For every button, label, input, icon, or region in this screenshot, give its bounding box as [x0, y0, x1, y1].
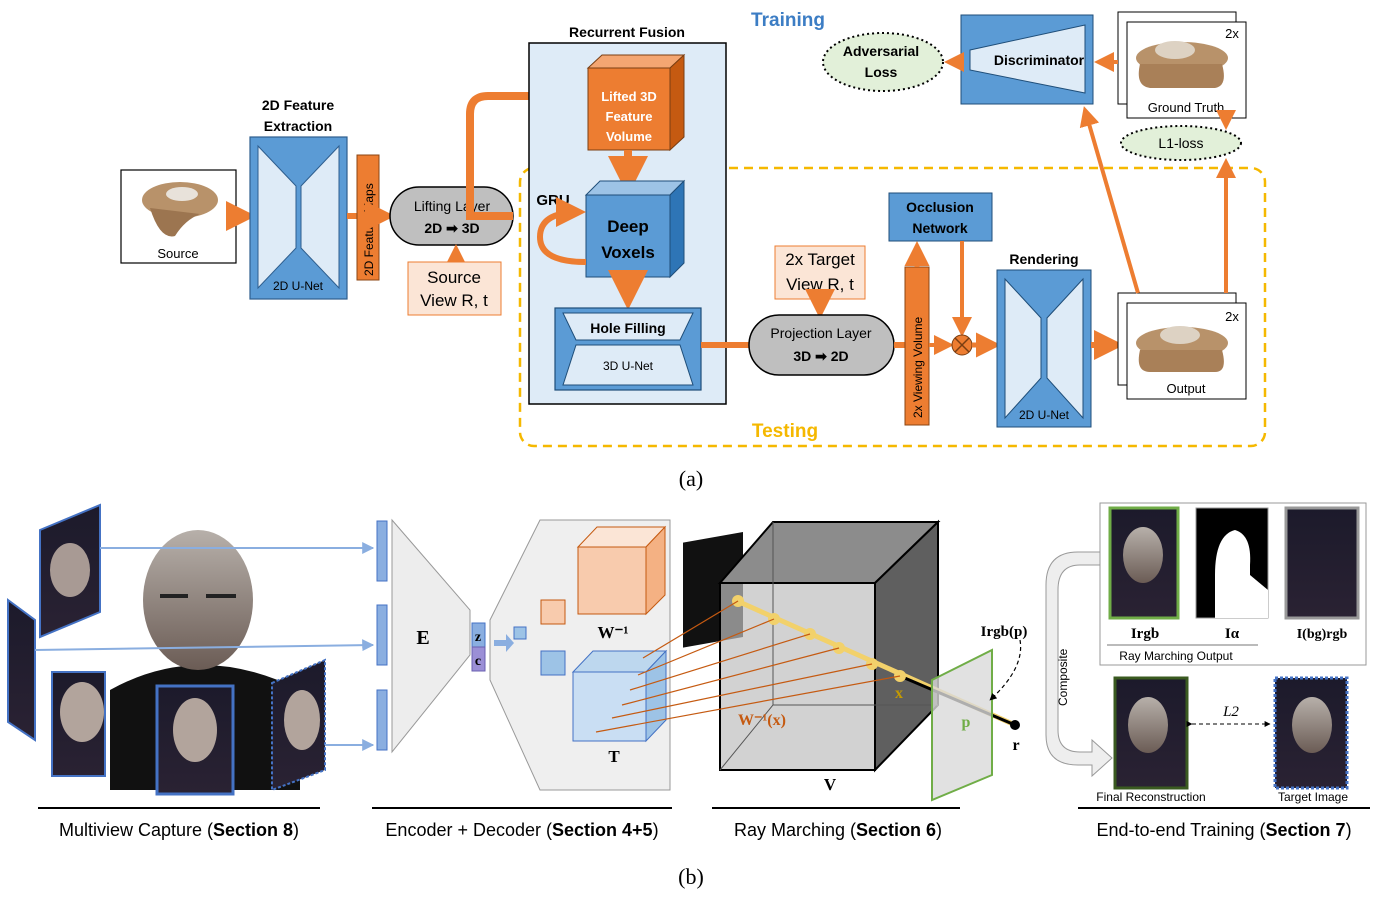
- projection-sub: 3D ➡ 2D: [793, 348, 848, 364]
- irgb-p-label: Irgb(p): [981, 624, 1028, 640]
- lifted-1: Lifted 3D: [601, 89, 657, 104]
- warp-x-label: W⁻¹(x): [738, 712, 786, 729]
- gru-loop-arrow: [536, 197, 587, 265]
- person-head: [143, 530, 253, 670]
- adversarial-loss: [822, 32, 944, 92]
- section-encoder: Encoder + Decoder (Section 4+5): [385, 820, 658, 840]
- lifted-2: Feature: [606, 109, 653, 124]
- lifted-3: Volume: [606, 129, 652, 144]
- section-capture: Multiview Capture (Section 8): [59, 820, 299, 840]
- feature-maps-label: 2D Feature Maps: [362, 183, 376, 276]
- r-label: r: [1012, 737, 1019, 754]
- multiview-capture: [7, 503, 375, 796]
- latent-z-label: z: [475, 630, 481, 645]
- unet-3d-label: 3D U-Net: [603, 359, 654, 373]
- projection-title: Projection Layer: [770, 325, 872, 341]
- capture-view-2: [7, 598, 36, 742]
- feature-extraction-title-1: 2D Feature: [262, 97, 335, 113]
- deep-2: Voxels: [601, 243, 655, 262]
- testing-region: [518, 166, 1267, 448]
- volume-label: V: [824, 775, 837, 794]
- p-label: p: [962, 714, 971, 731]
- rendering-title: Rendering: [1009, 251, 1078, 267]
- input-bar-3: [376, 689, 388, 751]
- training-label: Training: [751, 10, 825, 31]
- latent-c: [471, 646, 486, 672]
- rendering-unet-label: 2D U-Net: [1019, 408, 1070, 422]
- unet-2d-label: 2D U-Net: [273, 279, 324, 293]
- target-image-label: Target Image: [1278, 790, 1348, 804]
- output-object-image: [1136, 326, 1228, 372]
- lifting-title: Lifting Layer: [414, 198, 491, 214]
- target-view-1: 2x Target: [785, 250, 855, 269]
- projection-layer: [748, 314, 895, 376]
- encoder-trapezoid: [391, 518, 471, 754]
- gt-scale: 2x: [1225, 26, 1239, 41]
- lifted-volume-cube: [586, 53, 686, 152]
- warp-lines: [595, 600, 901, 733]
- ground-truth-label: Ground Truth: [1148, 100, 1225, 115]
- ialpha-label: Iα: [1225, 626, 1240, 642]
- composite-arrow: [1045, 551, 1113, 778]
- input-bar-1: [376, 520, 388, 582]
- deep-voxels-cube: [584, 179, 686, 279]
- caption-b: (b): [678, 864, 704, 889]
- discriminator-label: Discriminator: [994, 52, 1085, 68]
- occlusion-network-box: [888, 192, 993, 242]
- warp-label: W⁻¹: [597, 623, 628, 642]
- feature-extraction-title-2: Extraction: [264, 118, 332, 134]
- arrow-output-discriminator: [1079, 106, 1140, 294]
- output-scale: 2x: [1225, 309, 1239, 324]
- adv-2: Loss: [865, 64, 898, 80]
- output-label: Output: [1166, 381, 1205, 396]
- ibg-image: [1284, 506, 1360, 620]
- image-plane: [931, 648, 993, 802]
- warp-volume-cube: [576, 525, 667, 616]
- final-reconstruction-label: Final Reconstruction: [1096, 790, 1205, 804]
- input-bar-2: [376, 604, 388, 666]
- l2-label: L2: [1222, 704, 1239, 720]
- testing-label: Testing: [752, 421, 818, 442]
- occlusion-2: Network: [912, 220, 967, 236]
- ibg-label: I(bg)rgb: [1297, 627, 1348, 642]
- composite-label: Composite: [1056, 648, 1070, 706]
- adv-1: Adversarial: [843, 43, 919, 59]
- hole-filling-label: Hole Filling: [590, 320, 665, 336]
- ray-marching-output-label: Ray Marching Output: [1119, 649, 1233, 663]
- ray-origin: [1010, 720, 1020, 730]
- l1-loss: [1120, 125, 1242, 161]
- recurrent-fusion-title: Recurrent Fusion: [569, 24, 685, 40]
- target-view-2: View R, t: [786, 275, 854, 294]
- panel-a: Testing Training Source 2D Feature Extra…: [120, 10, 1267, 491]
- section-train: End-to-end Training (Section 7): [1096, 820, 1351, 840]
- encoder-E: E: [416, 627, 429, 649]
- source-label: Source: [157, 246, 198, 261]
- source-object-image: [142, 182, 218, 237]
- panel-b: E z c W⁻¹ T V: [7, 502, 1370, 889]
- section-ray: Ray Marching (Section 6): [734, 820, 942, 840]
- gru-label: GRU: [536, 192, 569, 209]
- caption-a: (a): [679, 466, 703, 491]
- latent-c-label: c: [475, 654, 481, 669]
- irgb-label: Irgb: [1131, 626, 1159, 642]
- volume-box: [717, 519, 941, 773]
- source-view-box: [407, 261, 502, 316]
- template-label: T: [608, 747, 620, 766]
- decoder-arrow: [494, 634, 514, 652]
- occlusion-1: Occlusion: [906, 199, 974, 215]
- x-label: x: [895, 685, 903, 702]
- lifting-sub: 2D ➡ 3D: [424, 220, 479, 236]
- ground-truth-object-image: [1136, 41, 1228, 88]
- deep-1: Deep: [607, 217, 649, 236]
- l1-label: L1-loss: [1158, 135, 1203, 151]
- source-view-1: Source: [427, 268, 481, 287]
- viewing-volume-label: 2x Viewing Volume: [911, 317, 925, 419]
- source-view-2: View R, t: [420, 291, 488, 310]
- arrow-lifting-fusion: [466, 76, 590, 220]
